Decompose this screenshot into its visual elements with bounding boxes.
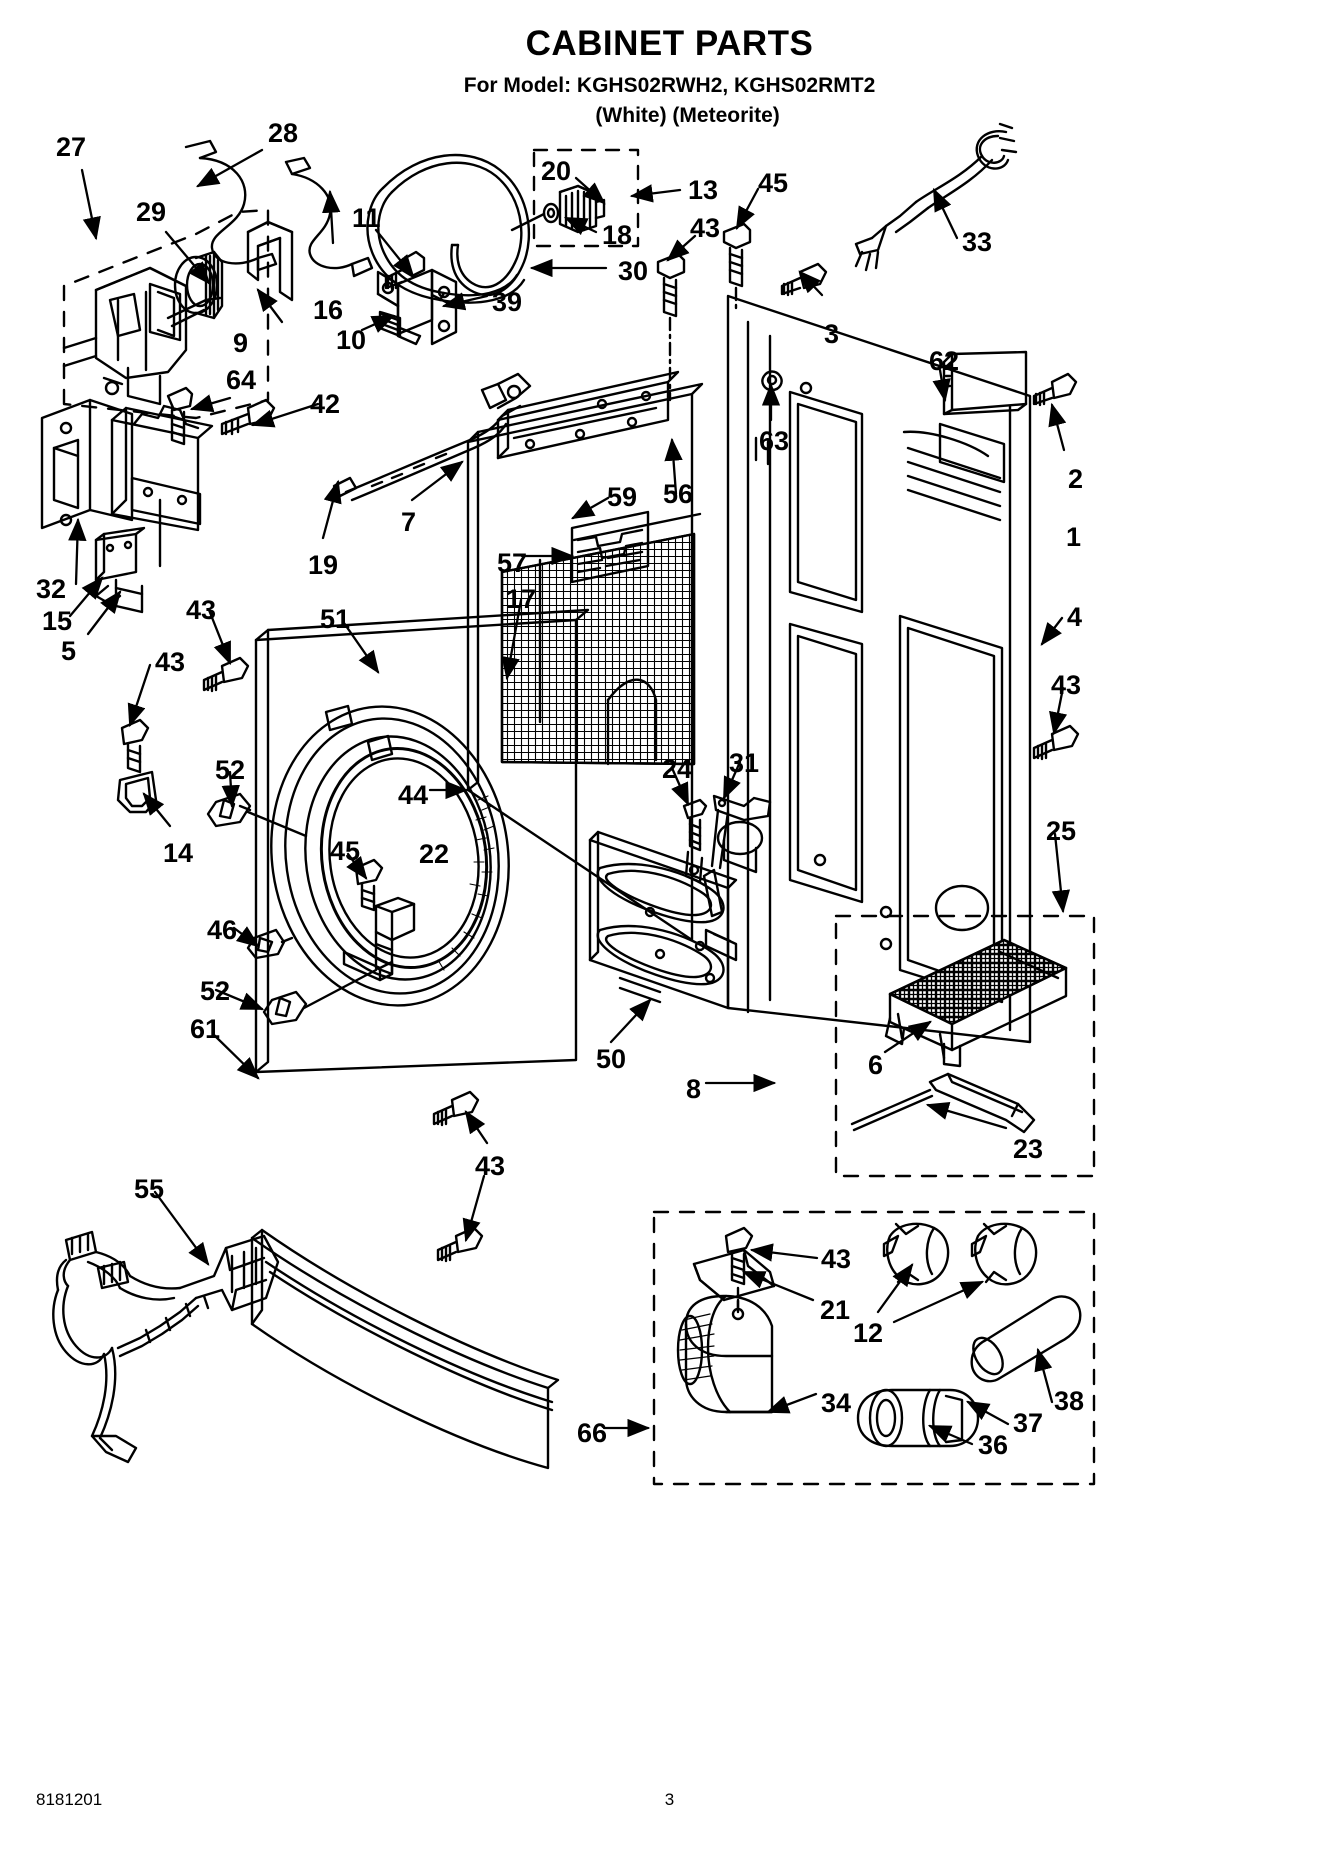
callout-32: 32 bbox=[36, 574, 67, 604]
callout-45b: 45 bbox=[330, 836, 361, 866]
callout-1: 1 bbox=[1066, 522, 1082, 552]
callout-13: 13 bbox=[688, 175, 719, 205]
callout-6: 6 bbox=[868, 1050, 884, 1080]
callout-33: 33 bbox=[962, 227, 993, 257]
callout-14: 14 bbox=[163, 838, 194, 868]
callout-57: 57 bbox=[497, 548, 528, 578]
callout-7: 7 bbox=[401, 507, 417, 537]
callout-61: 61 bbox=[190, 1014, 221, 1044]
callout-45a: 45 bbox=[758, 168, 789, 198]
callout-11: 11 bbox=[352, 203, 381, 233]
callout-43b: 43 bbox=[186, 595, 217, 625]
callout-62: 62 bbox=[929, 346, 960, 376]
callout-28: 28 bbox=[268, 118, 299, 148]
callout-15: 15 bbox=[42, 606, 73, 636]
callout-16: 16 bbox=[313, 295, 344, 325]
callout-43c: 43 bbox=[155, 647, 186, 677]
footer-page-number: 3 bbox=[664, 1790, 675, 1809]
callout-43e: 43 bbox=[475, 1151, 506, 1181]
callout-64: 64 bbox=[226, 365, 257, 395]
callout-52a: 52 bbox=[215, 755, 246, 785]
page-title: CABINET PARTS bbox=[525, 24, 814, 63]
callout-22: 22 bbox=[419, 839, 450, 869]
callout-18: 18 bbox=[602, 220, 633, 250]
callout-56: 56 bbox=[663, 479, 694, 509]
callout-5: 5 bbox=[61, 636, 77, 666]
callout-24: 24 bbox=[662, 754, 693, 784]
callout-38: 38 bbox=[1054, 1386, 1085, 1416]
callout-42: 42 bbox=[310, 389, 341, 419]
callout-34: 34 bbox=[821, 1388, 852, 1418]
callout-43a: 43 bbox=[690, 213, 721, 243]
callout-55: 55 bbox=[134, 1174, 165, 1204]
callout-44: 44 bbox=[398, 780, 429, 810]
callout-12: 12 bbox=[853, 1318, 884, 1348]
callout-29: 29 bbox=[136, 197, 167, 227]
callout-9: 9 bbox=[233, 328, 249, 358]
callout-21: 21 bbox=[820, 1295, 851, 1325]
callout-27: 27 bbox=[56, 132, 87, 162]
callout-4: 4 bbox=[1067, 602, 1083, 632]
callout-19: 19 bbox=[308, 550, 339, 580]
callout-59: 59 bbox=[607, 482, 638, 512]
footer-part-number: 8181201 bbox=[36, 1790, 103, 1809]
callout-63: 63 bbox=[759, 426, 790, 456]
callout-36: 36 bbox=[978, 1430, 1009, 1460]
callout-43d: 43 bbox=[1051, 670, 1082, 700]
callout-2: 2 bbox=[1068, 464, 1084, 494]
callout-52b: 52 bbox=[200, 976, 231, 1006]
callout-10: 10 bbox=[336, 325, 367, 355]
callout-51: 51 bbox=[320, 604, 351, 634]
callout-3: 3 bbox=[824, 319, 840, 349]
callout-37: 37 bbox=[1013, 1408, 1044, 1438]
callout-31: 31 bbox=[729, 748, 760, 778]
model-line: For Model: KGHS02RWH2, KGHS02RMT2 bbox=[463, 74, 876, 97]
color-right: (Meteorite) bbox=[672, 104, 780, 127]
callout-30: 30 bbox=[618, 256, 649, 286]
color-left: (White) bbox=[595, 104, 667, 127]
callout-8: 8 bbox=[686, 1074, 702, 1104]
callout-20: 20 bbox=[541, 156, 572, 186]
callout-39: 39 bbox=[492, 287, 523, 317]
callout-43f: 43 bbox=[821, 1244, 852, 1274]
callout-17: 17 bbox=[506, 584, 537, 614]
callout-50: 50 bbox=[596, 1044, 627, 1074]
callout-25: 25 bbox=[1046, 816, 1077, 846]
callout-23: 23 bbox=[1013, 1134, 1044, 1164]
callout-66: 66 bbox=[577, 1418, 608, 1448]
color-variants: (White) (Meteorite) bbox=[0, 104, 1339, 128]
callout-46: 46 bbox=[207, 915, 238, 945]
